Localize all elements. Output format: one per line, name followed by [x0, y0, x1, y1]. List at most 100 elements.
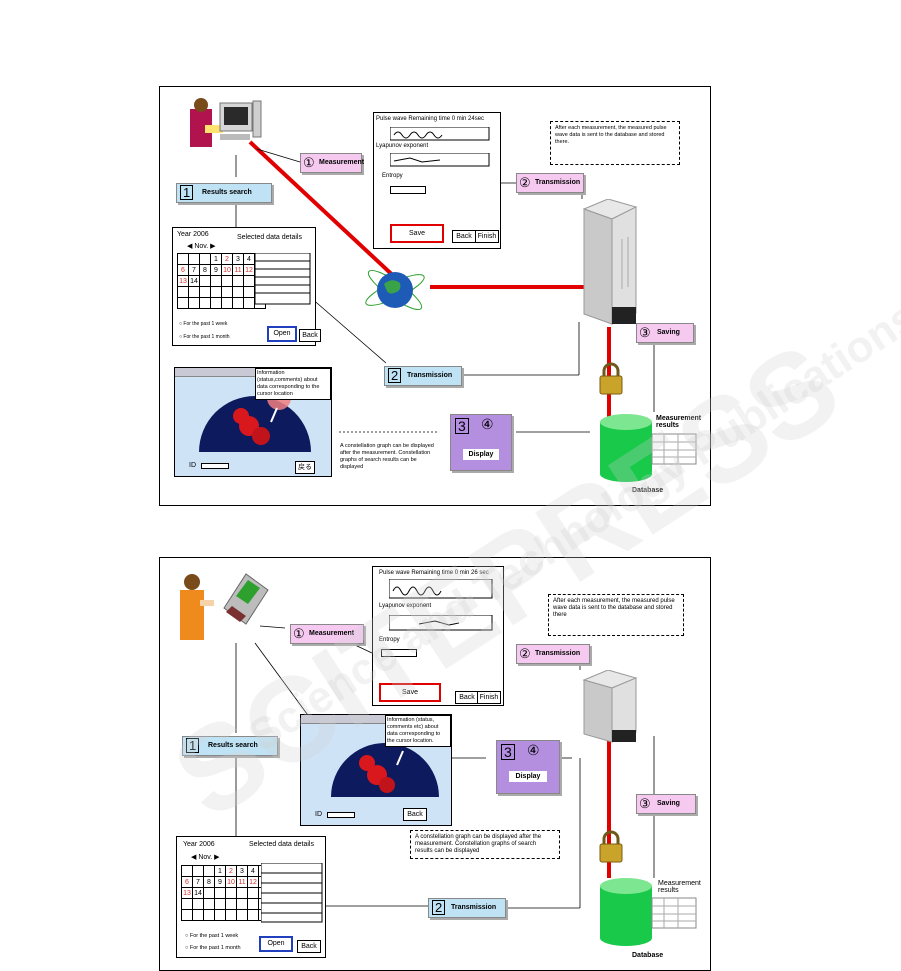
- calendar-day: [203, 865, 215, 877]
- calendar-day: [181, 865, 193, 877]
- note-constellation-1: A constellation graph can be displayed a…: [340, 443, 434, 470]
- calendar-day[interactable]: 4: [243, 253, 255, 265]
- calendar-day[interactable]: 2: [225, 865, 237, 877]
- info-label-1: Information (status,comments) about data…: [255, 368, 331, 400]
- figure-1-frame: ① Measurement 1 Results search Pulse wav…: [159, 86, 711, 506]
- figure-2-frame: ① Measurement Pulse wave Remaining time …: [159, 557, 711, 971]
- measurement-screen-2: Pulse wave Remaining time 0 min 26 sec L…: [372, 566, 504, 706]
- calendar-day[interactable]: 13: [181, 887, 193, 899]
- details-list: [255, 253, 311, 305]
- calendar-day[interactable]: 8: [199, 264, 211, 276]
- save-button[interactable]: Save: [390, 224, 444, 243]
- calendar-day: [188, 253, 200, 265]
- back-button-m2[interactable]: Back: [455, 691, 479, 704]
- calendar-row: [177, 286, 266, 298]
- back-button-c2[interactable]: Back: [297, 940, 321, 953]
- calendar-day[interactable]: 1: [214, 865, 226, 877]
- globe-icon: [365, 270, 425, 310]
- calendar-day[interactable]: 7: [188, 264, 200, 276]
- calendar-day[interactable]: 7: [192, 876, 204, 888]
- calendar-day[interactable]: 12: [243, 264, 255, 276]
- calendar-day: [210, 297, 222, 309]
- open-button[interactable]: Open: [267, 326, 297, 342]
- calendar-day[interactable]: 2: [221, 253, 233, 265]
- id-label: ID: [189, 462, 196, 469]
- entropy-bar-2: [381, 649, 417, 657]
- calendar-day[interactable]: 10: [221, 264, 233, 276]
- person-phone-icon: [180, 573, 269, 640]
- lyapunov-graph-2: [389, 615, 493, 631]
- month-nav-2[interactable]: ◀ Nov. ▶: [191, 854, 220, 861]
- finish-button[interactable]: Finish: [475, 230, 499, 243]
- selected-details-label-2: Selected data details: [249, 841, 314, 848]
- calendar-day: [225, 887, 237, 899]
- calendar-day[interactable]: 12: [247, 876, 259, 888]
- finish-button-2[interactable]: Finish: [477, 691, 501, 704]
- transmission-label-bot-2: 2 Transmission: [428, 898, 506, 918]
- calendar-day[interactable]: 9: [214, 876, 226, 888]
- id-field-2[interactable]: [327, 812, 355, 818]
- measurement-label: ① Measurement: [300, 153, 364, 173]
- calendar-day: [199, 297, 211, 309]
- calendar-day[interactable]: 3: [236, 865, 248, 877]
- calendar-day[interactable]: 6: [177, 264, 189, 276]
- year-label: Year 2006: [177, 231, 209, 238]
- pulse-wave-graph: [390, 127, 490, 141]
- search-calendar-screen-2: Year 2006 ◀ Nov. ▶ Selected data details…: [176, 836, 326, 958]
- calendar-day[interactable]: 11: [232, 264, 244, 276]
- calendar-day[interactable]: 1: [210, 253, 222, 265]
- calendar-day: [181, 909, 193, 921]
- calendar-grid[interactable]: 1234567891011121314: [177, 253, 266, 309]
- save-button-2[interactable]: Save: [379, 683, 441, 702]
- calendar-day[interactable]: 10: [225, 876, 237, 888]
- calendar-day[interactable]: 8: [203, 876, 215, 888]
- back-button[interactable]: Back: [452, 230, 476, 243]
- calendar-day[interactable]: 11: [236, 876, 248, 888]
- calendar-day[interactable]: 9: [210, 264, 222, 276]
- lock-icon: [599, 362, 623, 395]
- constellation-screen-2: Information (status, comments etc) about…: [300, 714, 452, 826]
- transmission-label-top: ② Transmission: [516, 173, 584, 193]
- note-sent: After each measurement, the measured pul…: [550, 121, 680, 165]
- calendar-day: [243, 275, 255, 287]
- back-button-2[interactable]: Back: [299, 329, 321, 342]
- calendar-day: [203, 898, 215, 910]
- calendar-day[interactable]: 6: [181, 876, 193, 888]
- back-jp-button[interactable]: 戻る: [295, 461, 315, 474]
- calendar-day: [221, 297, 233, 309]
- radio-week-2[interactable]: ○ For the past 1 week: [185, 933, 239, 939]
- radio-month[interactable]: ○ For the past 1 month: [179, 334, 230, 340]
- calendar-day: [203, 887, 215, 899]
- calendar-day[interactable]: 3: [232, 253, 244, 265]
- id-field[interactable]: [201, 463, 229, 469]
- calendar-day[interactable]: 14: [192, 887, 204, 899]
- calendar-day: [203, 909, 215, 921]
- calendar-day[interactable]: 13: [177, 275, 189, 287]
- lyapunov-label: Lyapunov exponent: [376, 143, 429, 149]
- calendar-grid-2[interactable]: 1234567891011121314: [181, 865, 270, 921]
- calendar-day: [192, 865, 204, 877]
- database-icon: [600, 414, 697, 482]
- calendar-day: [192, 909, 204, 921]
- month-nav[interactable]: ◀ Nov. ▶: [187, 243, 216, 250]
- info-label-2: Information (status, comments etc) about…: [385, 715, 451, 747]
- radio-month-2[interactable]: ○ For the past 1 month: [185, 945, 241, 951]
- selected-details-label: Selected data details: [237, 234, 302, 241]
- back-screen-button[interactable]: Back: [403, 808, 427, 821]
- calendar-day: [247, 909, 259, 921]
- calendar-row: 12345: [177, 253, 266, 265]
- lock-icon-2: [599, 830, 623, 863]
- calendar-day[interactable]: 14: [188, 275, 200, 287]
- calendar-day: [236, 887, 248, 899]
- calendar-day[interactable]: 4: [247, 865, 259, 877]
- radio-week[interactable]: ○ For the past 1 week: [179, 321, 228, 327]
- display-box: 3 ④ Display: [450, 414, 512, 471]
- server-icon-2: [582, 670, 638, 743]
- entropy-bar: [390, 186, 426, 194]
- calendar-day: [192, 898, 204, 910]
- open-button-2[interactable]: Open: [259, 936, 293, 952]
- calendar-day: [210, 275, 222, 287]
- database-label-2: Database: [632, 952, 664, 959]
